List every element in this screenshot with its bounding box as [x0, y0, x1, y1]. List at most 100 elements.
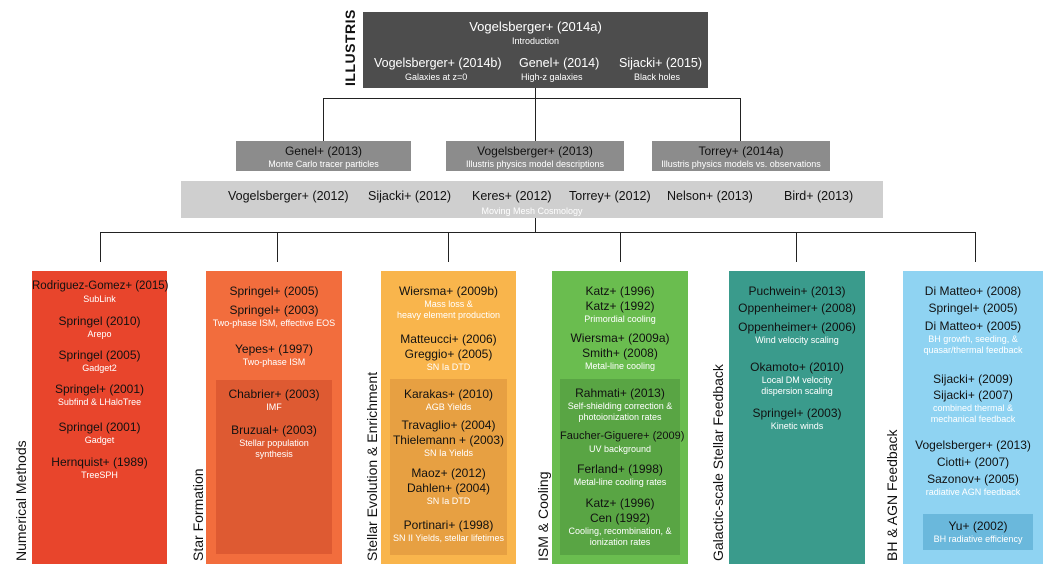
- item-ref: Springel (2005): [58, 348, 141, 362]
- item-ref: Okamoto+ (2010): [750, 360, 844, 374]
- connector-top-horizontal: [323, 98, 741, 99]
- list-item: Yu+ (2002)BH radiative efficiency: [923, 519, 1033, 545]
- list-item: Okamoto+ (2010)Local DM velocity dispers…: [729, 360, 865, 397]
- mid-note: Illustris physics models vs. observation…: [661, 159, 821, 169]
- item-ref: Katz+ (1996): [585, 496, 655, 510]
- item-ref: Katz+ (1996): [585, 284, 655, 298]
- inner-box-bh-agn: Yu+ (2002)BH radiative efficiency: [923, 514, 1033, 550]
- item-ref: Maoz+ (2012): [411, 466, 486, 480]
- item-ref: Rahmati+ (2013): [575, 386, 665, 400]
- list-item: Yepes+ (1997)Two-phase ISM: [206, 342, 342, 368]
- column-label-star-formation: Star Formation: [190, 468, 206, 561]
- list-item: Vogelsberger+ (2013): [903, 438, 1043, 453]
- item-ref: Springel+ (2001): [54, 382, 145, 396]
- item-note: Wind velocity scaling: [755, 335, 839, 345]
- list-item: Springel (2001)Gadget: [32, 420, 167, 446]
- column-ism-cooling: Katz+ (1996) Katz+ (1992)Primordial cool…: [552, 271, 688, 564]
- item-ref: Bruzual+ (2003): [231, 423, 317, 437]
- item-note: Self-shielding correction & photoionizat…: [567, 401, 673, 422]
- item-note: Gadget: [84, 435, 115, 445]
- item-ref: Wiersma+ (2009a): [570, 331, 670, 345]
- item-ref: Chabrier+ (2003): [228, 387, 320, 401]
- illustris-box: Vogelsberger+ (2014a) Introduction Vogel…: [363, 12, 708, 88]
- item-ref: Cen (1992): [589, 511, 651, 525]
- list-item: Chabrier+ (2003)IMF: [216, 387, 332, 413]
- item-note: IMF: [266, 402, 282, 412]
- cosmology-ref-4: Torrey+ (2012): [569, 189, 651, 203]
- list-item: Sazonov+ (2005)radiative AGN feedback: [903, 472, 1043, 498]
- connector-col-2: [277, 232, 278, 262]
- item-note: SN Ia Yields: [423, 448, 474, 458]
- mid-box-vogelsberger: Vogelsberger+ (2013) Illustris physics m…: [446, 141, 624, 171]
- list-item: Travaglio+ (2004): [390, 418, 507, 433]
- item-note: BH growth, seeding, & quasar/thermal fee…: [923, 334, 1023, 355]
- cosmology-ref-2: Sijacki+ (2012): [368, 189, 452, 203]
- connector-mid-center: [535, 98, 536, 142]
- item-ref: Dahlen+ (2004): [406, 481, 491, 495]
- list-item: Oppenheimer+ (2006)Wind velocity scaling: [729, 320, 865, 346]
- list-item: Springel+ (2003)Two-phase ISM, effective…: [206, 303, 342, 329]
- item-ref: Oppenheimer+ (2006): [738, 320, 856, 334]
- illustris-sub-note-1: Galaxies at z=0: [405, 72, 468, 82]
- list-item: Greggio+ (2005)SN Ia DTD: [381, 347, 516, 373]
- item-note: Metal-line cooling: [584, 361, 656, 371]
- mid-note: Illustris physics model descriptions: [465, 159, 605, 169]
- item-note: Two-phase ISM, effective EOS: [212, 318, 336, 328]
- illustris-sub-ref-1: Vogelsberger+ (2014b): [374, 56, 502, 70]
- list-item: Faucher-Giguere+ (2009)UV background: [560, 429, 684, 455]
- illustris-label: ILLUSTRIS: [342, 9, 358, 86]
- list-item: Springel+ (2005): [903, 301, 1043, 316]
- list-item: Di Matteo+ (2005)BH growth, seeding, & q…: [903, 319, 1043, 356]
- item-ref: Springel+ (2003): [752, 406, 842, 420]
- connector-cosmo-vertical: [535, 218, 536, 232]
- item-ref: Springel+ (2003): [229, 303, 319, 317]
- item-note: Stellar population synthesis: [239, 438, 309, 459]
- list-item: Sijacki+ (2009): [903, 372, 1043, 387]
- item-note: Primordial cooling: [584, 314, 656, 324]
- list-item: Thielemann + (2003)SN Ia Yields: [390, 433, 507, 459]
- mid-ref: Torrey+ (2014a): [698, 144, 784, 158]
- connector-mid-right: [740, 98, 741, 142]
- list-item: Springel (2005)Gadget2: [32, 348, 167, 374]
- inner-box-stellar-evolution: Karakas+ (2010)AGB Yields Travaglio+ (20…: [390, 379, 507, 555]
- list-item: Karakas+ (2010)AGB Yields: [390, 387, 507, 413]
- item-note: Mass loss & heavy element production: [396, 299, 501, 320]
- item-note: combined thermal & mechanical feedback: [930, 403, 1016, 424]
- list-item: Wiersma+ (2009b)Mass loss & heavy elemen…: [381, 284, 516, 321]
- cosmology-ref-6: Bird+ (2013): [784, 189, 854, 203]
- column-stellar-evolution: Wiersma+ (2009b)Mass loss & heavy elemen…: [381, 271, 516, 564]
- item-ref: Springel (2010): [58, 314, 141, 328]
- item-ref: Smith+ (2008): [582, 346, 658, 360]
- item-note: Metal-line cooling rates: [573, 477, 667, 487]
- mid-ref: Genel+ (2013): [284, 144, 363, 158]
- illustris-sub-ref-2: Genel+ (2014): [519, 56, 600, 70]
- mid-box-genel: Genel+ (2013) Monte Carlo tracer particl…: [236, 141, 411, 171]
- illustris-sub-note-2: High-z galaxies: [521, 72, 583, 82]
- item-note: Arepo: [87, 329, 112, 339]
- column-numerical-methods: Rodriguez-Gomez+ (2015)SubLink Springel …: [32, 271, 168, 564]
- list-item: Rodriguez-Gomez+ (2015)SubLink: [32, 279, 168, 305]
- item-ref: Sazonov+ (2005): [927, 472, 1019, 486]
- illustris-main-note: Introduction: [511, 36, 560, 46]
- list-item: Matteucci+ (2006): [381, 332, 516, 347]
- item-ref: Di Matteo+ (2008): [924, 284, 1022, 298]
- item-ref: Ciotti+ (2007): [936, 455, 1010, 469]
- list-item: Dahlen+ (2004)SN Ia DTD: [390, 481, 507, 507]
- list-item: Puchwein+ (2013): [729, 284, 865, 299]
- connector-col-6: [975, 232, 976, 262]
- item-ref: Yu+ (2002): [948, 519, 1008, 533]
- column-label-bh-agn-feedback: BH & AGN Feedback: [884, 429, 900, 561]
- item-ref: Travaglio+ (2004): [401, 418, 496, 432]
- list-item: Oppenheimer+ (2008): [729, 301, 865, 316]
- item-note: Gadget2: [82, 363, 117, 373]
- item-note: Subfind & LHaloTree: [57, 397, 142, 407]
- item-ref: Vogelsberger+ (2013): [915, 438, 1031, 452]
- list-item: Portinari+ (1998)SN II Yields, stellar l…: [390, 518, 507, 544]
- list-item: Springel+ (2001)Subfind & LHaloTree: [32, 382, 167, 408]
- item-ref: Puchwein+ (2013): [748, 284, 846, 298]
- mid-box-torrey: Torrey+ (2014a) Illustris physics models…: [652, 141, 830, 171]
- item-note: radiative AGN feedback: [925, 487, 1021, 497]
- item-ref: Yepes+ (1997): [235, 342, 313, 356]
- connector-col-4: [620, 232, 621, 262]
- item-ref: Hernquist+ (1989): [51, 455, 148, 469]
